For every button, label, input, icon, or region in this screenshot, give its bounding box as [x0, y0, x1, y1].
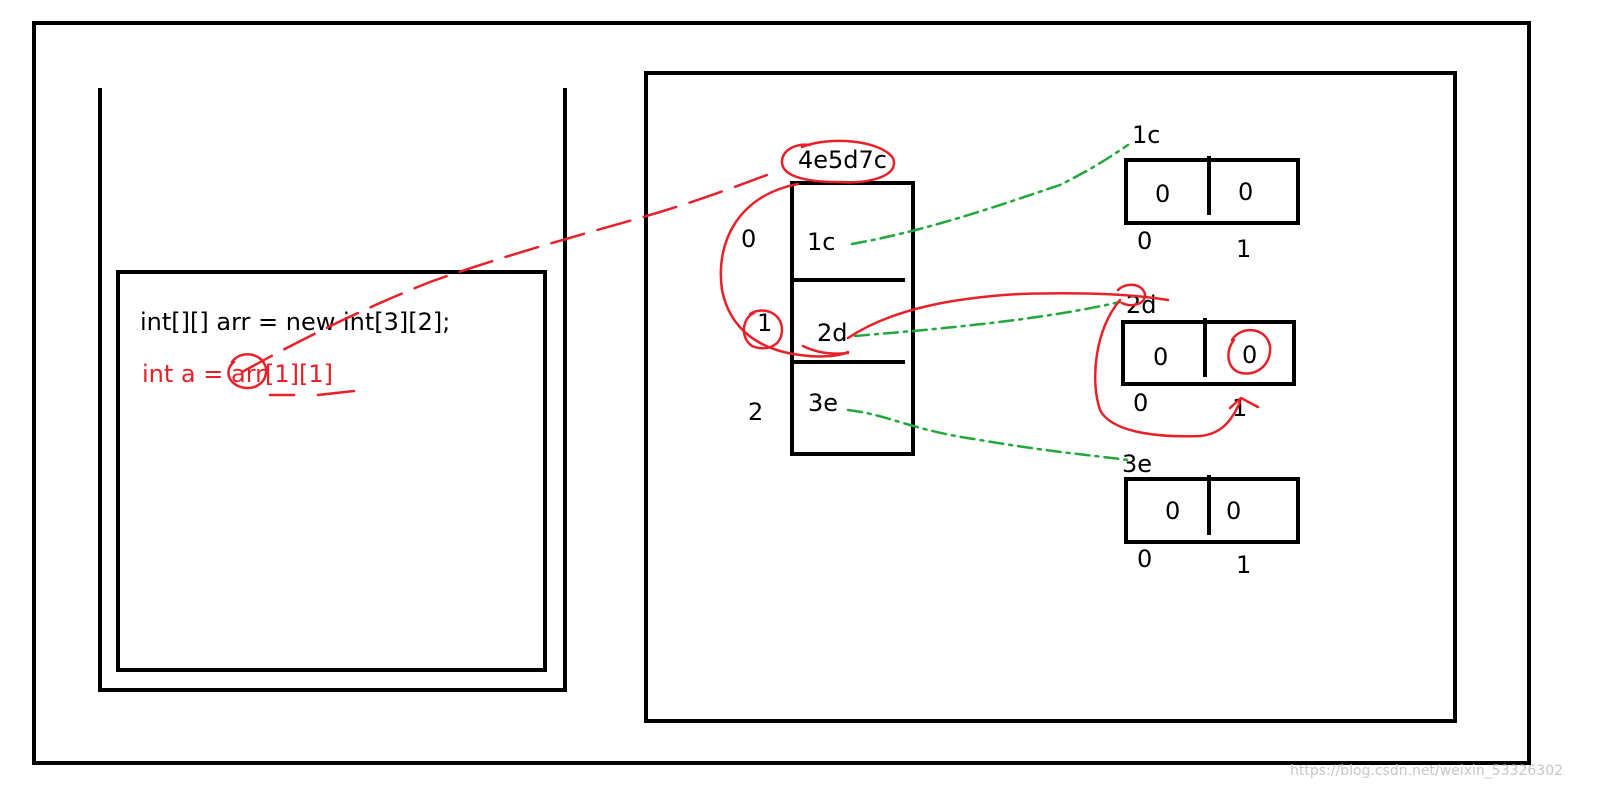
inner-array-box — [1124, 158, 1300, 225]
stack-container — [98, 88, 567, 692]
outer-array-address: 4e5d7c — [798, 146, 887, 174]
inner-array-index: 0 — [1137, 545, 1152, 573]
inner-array-box — [1124, 477, 1300, 544]
annotation-mark — [801, 344, 850, 355]
outer-array-ref: 1c — [807, 228, 835, 256]
annotation-loop-element — [1094, 298, 1242, 438]
code-line-declaration: int[][] arr = new int[3][2]; — [140, 308, 450, 336]
inner-array-value: 0 — [1242, 341, 1257, 369]
annotation-circle-2d — [1116, 283, 1147, 307]
inner-array-box — [1121, 320, 1296, 386]
inner-array-value: 0 — [1238, 178, 1253, 206]
outer-array-index: 2 — [748, 398, 763, 426]
inner-array-index: 0 — [1137, 227, 1152, 255]
inner-array-value: 0 — [1226, 497, 1241, 525]
annotation-arc-2d — [846, 292, 1170, 340]
heap-area — [644, 71, 1457, 723]
outer-array-ref: 2d — [817, 319, 848, 347]
annotation-circle-arr — [227, 353, 268, 390]
reference-lines — [846, 143, 1130, 462]
inner-array-index: 1 — [1236, 551, 1251, 579]
annotation-pointer-line — [240, 170, 777, 374]
inner-array-index: 1 — [1236, 235, 1251, 263]
annotation-circle-index — [742, 309, 784, 350]
annotations — [227, 139, 1272, 438]
inner-array-address: 1c — [1132, 121, 1160, 149]
inner-array-value: 0 — [1153, 343, 1168, 371]
outer-array-index: 1 — [757, 309, 772, 337]
reference-line-3e — [846, 408, 1130, 462]
inner-array-index: 1 — [1232, 394, 1247, 422]
annotation-loop — [719, 182, 850, 358]
annotation-arrowhead — [1228, 396, 1260, 410]
inner-array-value: 0 — [1165, 497, 1180, 525]
outer-frame — [32, 21, 1531, 765]
annotation-circle-element — [1227, 329, 1272, 375]
stack-frame — [116, 270, 547, 672]
inner-array-address: 3e — [1122, 450, 1152, 478]
reference-line-1c — [850, 143, 1130, 246]
outer-array-ref: 3e — [808, 389, 838, 417]
outer-array-index: 0 — [741, 225, 756, 253]
code-line-access: int a = arr[1][1] — [142, 360, 333, 388]
annotation-circle-address — [780, 139, 896, 184]
annotation-underline — [316, 389, 356, 397]
reference-line-2d — [853, 300, 1122, 338]
watermark: https://blog.csdn.net/weixin_53326302 — [1290, 763, 1563, 779]
inner-array-index: 0 — [1133, 389, 1148, 417]
inner-array-value: 0 — [1155, 180, 1170, 208]
